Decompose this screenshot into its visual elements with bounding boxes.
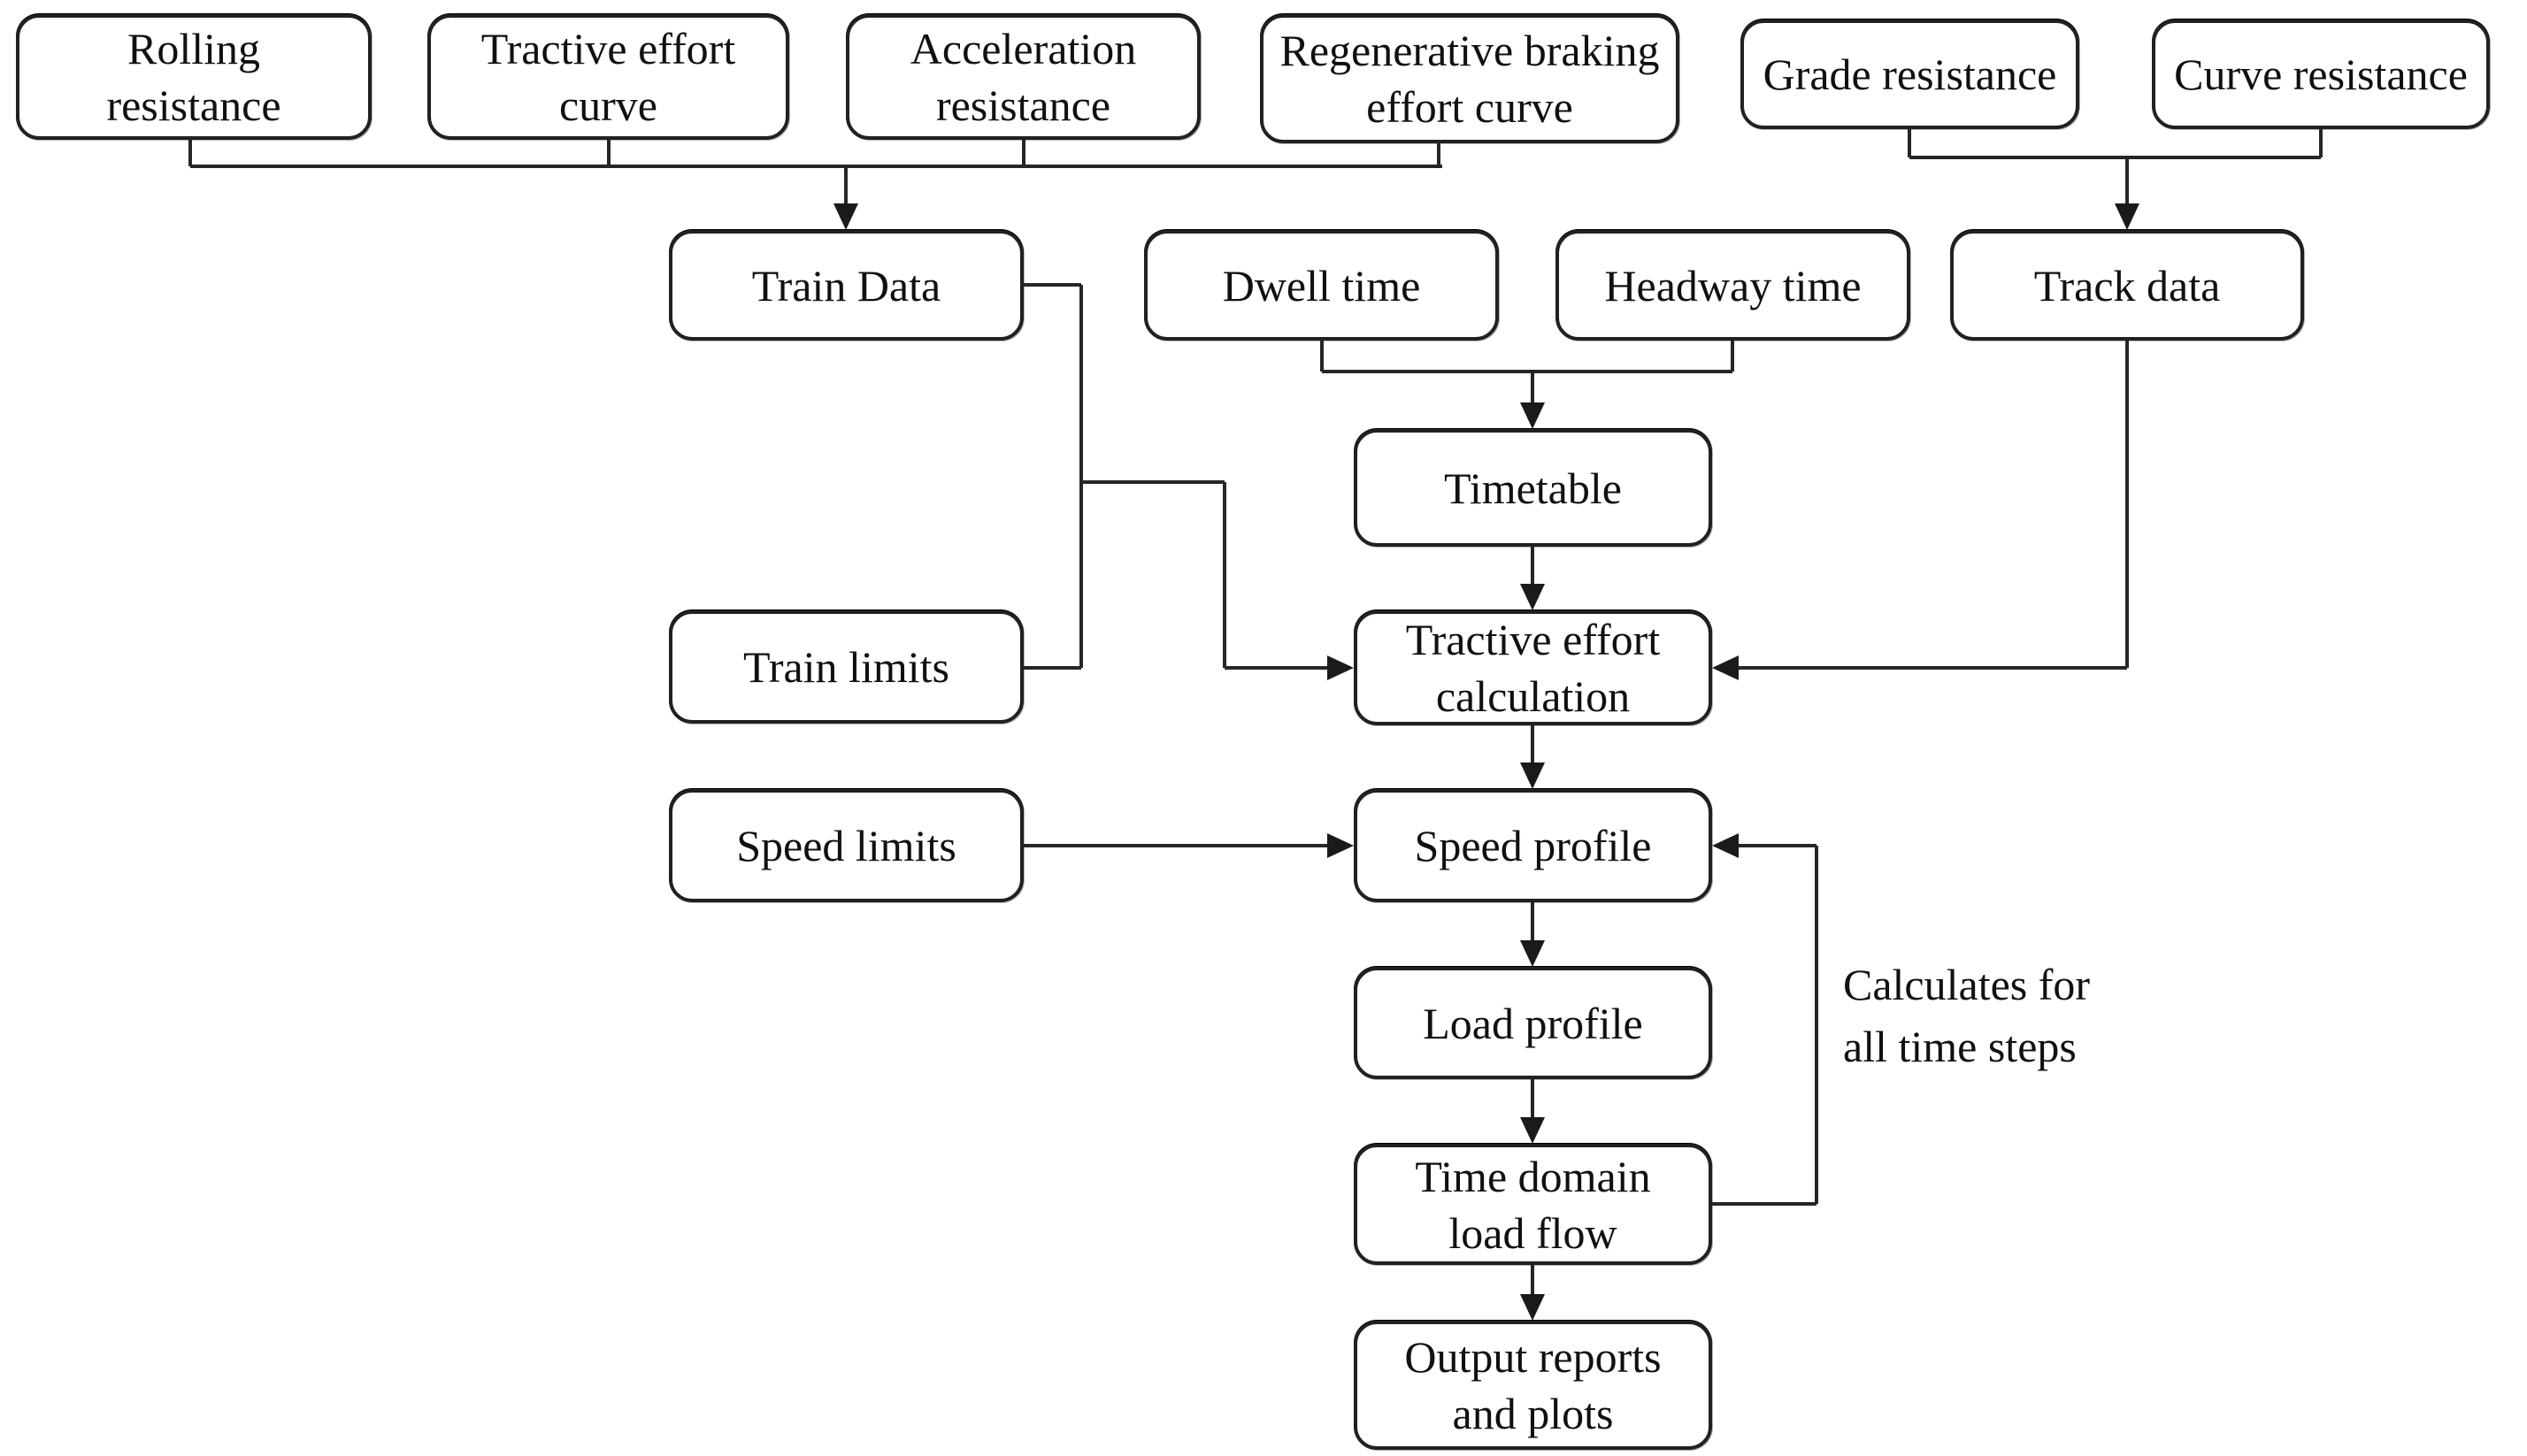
connector-feedback-top-arrow-line xyxy=(1716,844,1817,847)
arrowhead-into-tec-right xyxy=(1712,655,1739,680)
node-load-profile: Load profile xyxy=(1354,967,1712,1079)
connector-track-data-arrow-line xyxy=(2125,157,2129,226)
node-rolling-resistance: Rolling resistance xyxy=(16,14,372,140)
arrowhead-into-load-profile xyxy=(1520,940,1545,967)
node-headway-time: Headway time xyxy=(1555,230,1910,341)
connector-tec-right-arrow-line xyxy=(1716,666,2127,670)
connector-top-left-bus xyxy=(190,165,1442,168)
node-speed-limits: Speed limits xyxy=(669,789,1024,902)
connector-tec-left-arrow-line xyxy=(1225,666,1350,670)
node-dwell-time: Dwell time xyxy=(1144,230,1499,341)
arrowhead-into-train-data xyxy=(833,203,858,230)
connector-timetable-arrow-line xyxy=(1531,372,1534,425)
connector-timetable-to-tec-line xyxy=(1531,547,1534,607)
connector-speed-to-load-line xyxy=(1531,902,1534,963)
loop-annotation-text: Calculates for all time steps xyxy=(1843,960,2091,1071)
connector-train-data-vertical xyxy=(1079,285,1083,668)
arrowhead-into-speed-profile-right xyxy=(1712,833,1739,858)
arrowhead-into-track-data xyxy=(2115,203,2139,230)
node-track-data: Track data xyxy=(1950,230,2304,341)
connector-branch-horizontal xyxy=(1081,480,1225,484)
connector-headway-drop xyxy=(1731,341,1734,372)
connector-top-right-bus xyxy=(1909,156,2321,159)
node-curve-resistance: Curve resistance xyxy=(2152,19,2490,129)
connector-acceleration-drop xyxy=(1022,140,1025,166)
connector-tec-to-speed-line xyxy=(1531,725,1534,785)
connector-track-data-vertical xyxy=(2125,341,2129,668)
connector-train-limits-exit xyxy=(1024,666,1081,670)
connector-dwell-drop xyxy=(1320,341,1324,372)
connector-load-to-tdlf-line xyxy=(1531,1079,1534,1140)
connector-train-data-arrow-line xyxy=(844,166,848,226)
node-time-domain-load-flow: Time domain load flow xyxy=(1354,1144,1712,1265)
connector-curve-drop xyxy=(2319,129,2323,157)
arrowhead-into-speed-profile-top xyxy=(1520,762,1545,789)
node-tractive-effort-curve: Tractive effort curve xyxy=(427,14,789,140)
arrowhead-into-tec-left xyxy=(1327,655,1354,680)
arrowhead-into-tec-top xyxy=(1520,584,1545,610)
arrowhead-into-speed-profile-left xyxy=(1327,833,1354,858)
connector-speed-limits-arrow-line xyxy=(1024,844,1350,847)
node-acceleration-resistance: Acceleration resistance xyxy=(846,14,1201,140)
connector-rolling-drop xyxy=(188,140,192,166)
node-grade-resistance: Grade resistance xyxy=(1740,19,2079,129)
node-train-limits: Train limits xyxy=(669,610,1024,724)
connector-tractive-curve-drop xyxy=(607,140,611,166)
connector-dwell-headway-bus xyxy=(1322,370,1732,373)
connector-feedback-bottom xyxy=(1712,1202,1817,1206)
connector-branch-vertical xyxy=(1223,482,1226,668)
arrowhead-into-timetable xyxy=(1520,402,1545,429)
node-output-reports-and-plots: Output reports and plots xyxy=(1354,1321,1712,1450)
connector-regenerative-drop xyxy=(1437,143,1440,166)
node-regenerative-braking-effort-curve: Regenerative braking effort curve xyxy=(1260,14,1679,143)
node-train-data: Train Data xyxy=(669,230,1024,341)
node-timetable: Timetable xyxy=(1354,429,1712,547)
arrowhead-into-output-reports xyxy=(1520,1294,1545,1321)
node-speed-profile: Speed profile xyxy=(1354,789,1712,902)
node-tractive-effort-calculation: Tractive effort calculation xyxy=(1354,610,1712,725)
connector-grade-drop xyxy=(1908,129,1911,157)
connector-train-data-exit xyxy=(1024,283,1081,287)
connector-feedback-vertical xyxy=(1815,846,1818,1204)
arrowhead-into-tdlf xyxy=(1520,1117,1545,1144)
connector-tdlf-to-output-line xyxy=(1531,1265,1534,1317)
